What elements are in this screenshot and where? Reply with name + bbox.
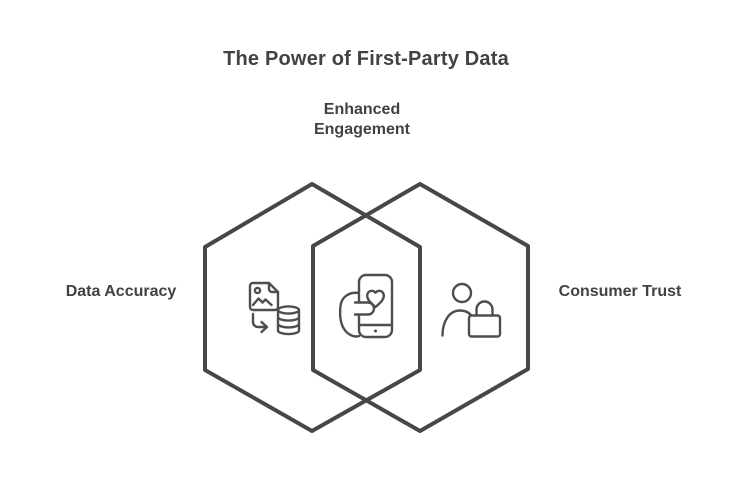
label-enhanced-engagement-line2: Engagement bbox=[313, 121, 410, 138]
heart-icon bbox=[365, 289, 386, 309]
padlock-shackle bbox=[475, 300, 494, 318]
transfer-arrow-head bbox=[260, 320, 269, 334]
transfer-arrow bbox=[251, 312, 267, 329]
padlock-body bbox=[467, 314, 502, 338]
image-mountain bbox=[251, 297, 273, 307]
label-data-accuracy: Data Accuracy bbox=[65, 283, 177, 300]
image-file-outline bbox=[248, 281, 280, 312]
person-head bbox=[451, 282, 473, 304]
image-sun bbox=[253, 286, 262, 295]
person-with-padlock-icon bbox=[441, 282, 502, 338]
hand-holding-phone-heart-icon bbox=[338, 273, 394, 339]
phone-home-button bbox=[374, 329, 377, 333]
image-file-to-database-icon bbox=[248, 281, 301, 336]
hand-palm bbox=[338, 291, 361, 338]
right-hexagon bbox=[311, 182, 530, 433]
label-consumer-trust: Consumer Trust bbox=[558, 283, 682, 300]
page-title: The Power of First-Party Data bbox=[223, 48, 509, 70]
image-file-fold bbox=[267, 281, 280, 294]
label-enhanced-engagement-line1: Enhanced bbox=[323, 101, 401, 118]
database-icon bbox=[276, 305, 301, 336]
left-hexagon bbox=[203, 182, 422, 433]
label-enhanced-engagement: Enhanced Engagement bbox=[262, 100, 462, 140]
